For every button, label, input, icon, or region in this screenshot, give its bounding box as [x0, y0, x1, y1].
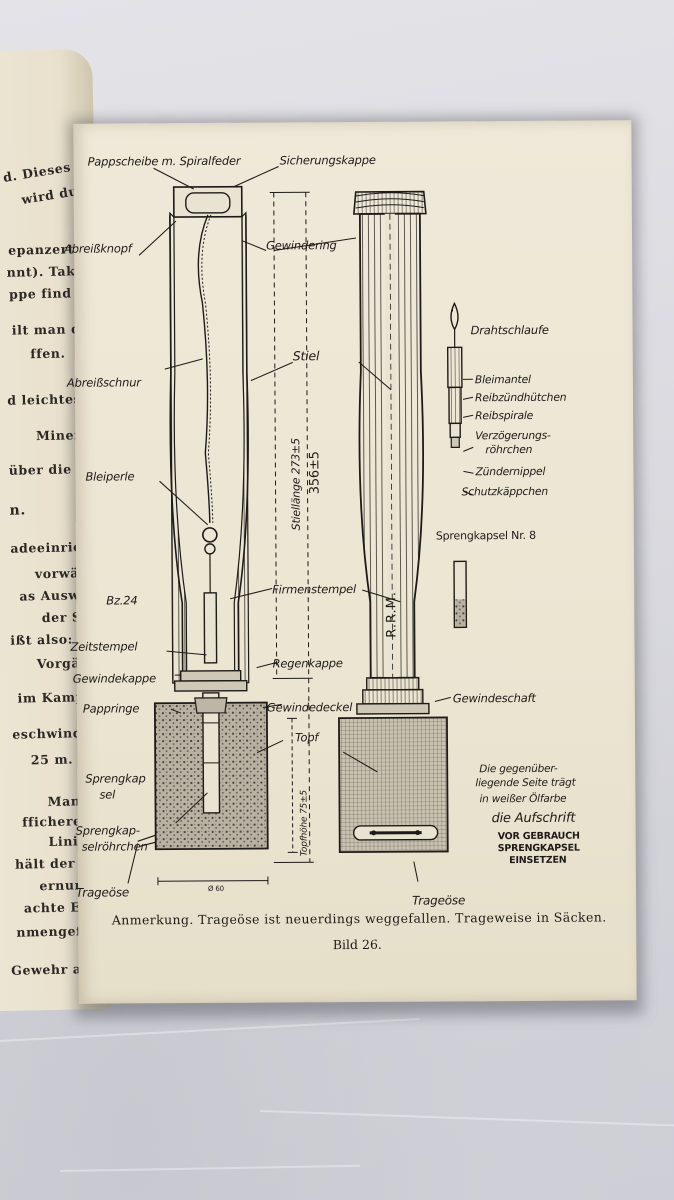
- label-reibspirale: Reibspirale: [475, 408, 534, 423]
- label-reibzuendhuetchen: Reibzündhütchen: [474, 390, 567, 405]
- label-stamp-1: VOR GEBRAUCH: [497, 830, 580, 843]
- label-sprengkapselroehrchen-2: selröhrchen: [81, 839, 148, 854]
- label-gewindering: Gewindering: [266, 238, 337, 253]
- label-verzoegerung-2: röhrchen: [485, 442, 533, 457]
- right-book-page: Pappscheibe m. Spiralfeder Sicherungskap…: [64, 120, 637, 1004]
- label-drahtschlaufe: Drahtschlaufe: [470, 322, 549, 338]
- label-note-4: die Aufschrift: [491, 810, 576, 827]
- label-abreissschnur: Abreißschnur: [66, 375, 141, 390]
- label-diameter: Ø 60: [207, 884, 224, 893]
- label-trageoese-left: Trageöse: [75, 885, 130, 900]
- label-gewindedeckel: Gewindedeckel: [266, 700, 353, 715]
- label-stamp-3: EINSETZEN: [509, 854, 567, 867]
- label-firmenstempel: Firmenstempel: [272, 581, 357, 597]
- label-verzoegerung-1: Verzögerungs-: [475, 428, 551, 443]
- sectional-grenade: [137, 185, 269, 851]
- label-sprengkapselroehrchen-1: Sprengkap-: [75, 823, 140, 838]
- detonator-detail: [446, 301, 468, 629]
- label-sprengkapsel-1: Sprengkap: [85, 771, 146, 786]
- label-sprengkapsel-2: sel: [99, 787, 116, 802]
- label-stamp-2: SPRENGKAPSEL: [497, 842, 580, 855]
- label-abreissknopf: Abreißknopf: [64, 241, 132, 256]
- label-pappscheibe: Pappscheibe m. Spiralfeder: [87, 153, 241, 169]
- label-zeitstempel: Zeitstempel: [70, 639, 138, 654]
- label-note-2: liegende Seite trägt: [475, 776, 576, 790]
- dimension-lines: [157, 191, 314, 886]
- grenade-technical-drawing: [127, 165, 474, 886]
- label-bleimantel: Bleimantel: [474, 372, 531, 387]
- leader-lines: [127, 165, 474, 884]
- label-sicherungskappe: Sicherungskappe: [279, 152, 376, 168]
- left-page-line: 25 m.: [30, 751, 74, 768]
- label-rrm: R.R.M.: [384, 590, 400, 638]
- label-note-3: in weißer Ölfarbe: [479, 792, 567, 806]
- left-page-line: ffen.: [30, 345, 66, 362]
- label-sprengkapsel-nr: Sprengkapsel Nr. 8: [435, 528, 536, 543]
- label-trageoese-right: Trageöse: [412, 893, 466, 908]
- label-topfhoehe: Topfhöhe 75±5: [299, 790, 310, 857]
- label-bleiperle: Bleiperle: [85, 469, 135, 484]
- label-gewindeschaft: Gewindeschaft: [452, 690, 536, 706]
- label-note-1: Die gegenüber-: [479, 762, 558, 776]
- label-bz24: Bz.24: [106, 593, 138, 608]
- exterior-grenade: [338, 190, 449, 854]
- left-page-line: n.: [9, 502, 27, 519]
- label-schutzkaeppchen: Schutzkäppchen: [461, 484, 549, 499]
- label-gewindekappe: Gewindekappe: [72, 671, 156, 686]
- label-regenkappe: Regenkappe: [272, 656, 343, 671]
- label-stiellaenge: Stiellänge 273±5: [289, 438, 303, 531]
- label-topf: Topf: [295, 730, 319, 745]
- label-stiellaenge-total: 356±5: [307, 451, 323, 495]
- label-pappringe: Pappringe: [82, 701, 140, 716]
- label-zuendernippel: Zündernippel: [475, 464, 546, 479]
- label-stiel: Stiel: [292, 348, 320, 364]
